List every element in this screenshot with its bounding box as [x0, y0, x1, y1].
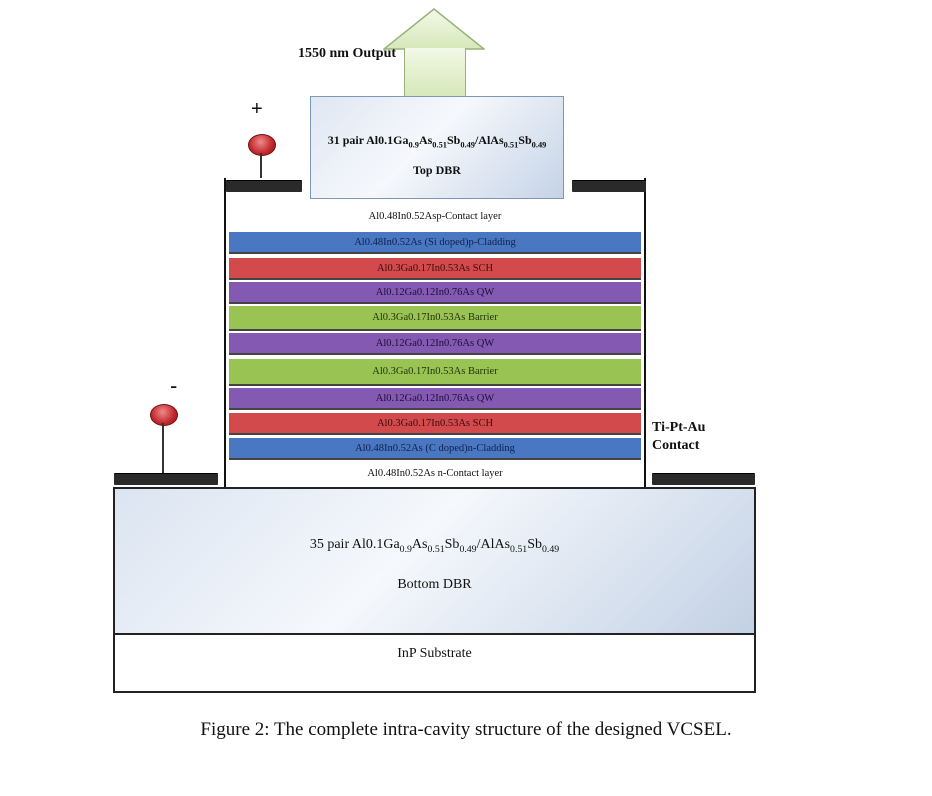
negative-sign: - [170, 373, 178, 398]
top-dbr-composition: 31 pair Al0.1Ga0.9As0.51Sb0.49/AlAs0.51S… [327, 133, 547, 150]
layer-p-cladding: Al0.48In0.52As (Si doped)p-Cladding [229, 232, 641, 254]
top-dbr: 31 pair Al0.1Ga0.9As0.51Sb0.49/AlAs0.51S… [310, 96, 564, 199]
output-label: 1550 nm Output [298, 46, 397, 61]
positive-sign: + [251, 98, 263, 120]
bottom-left-contact [114, 473, 218, 485]
layer-p-contact: Al0.48In0.52Asp-Contact layer [229, 206, 641, 228]
output-arrow-icon [383, 8, 485, 50]
bottom-dbr-composition: 35 pair Al0.1Ga0.9As0.51Sb0.49/AlAs0.51S… [309, 537, 560, 555]
output-arrow-shaft [404, 48, 466, 98]
top-left-contact [226, 180, 302, 192]
positive-electrode-icon [248, 134, 276, 156]
bottom-dbr: 35 pair Al0.1Ga0.9As0.51Sb0.49/AlAs0.51S… [113, 487, 756, 635]
layer-qw-1: Al0.12Ga0.12In0.76As QW [229, 282, 641, 304]
layer-sch-bottom: Al0.3Ga0.17In0.53As SCH [229, 413, 641, 435]
top-right-contact [572, 180, 646, 192]
layer-n-cladding: Al0.48In0.52As (C doped)n-Cladding [229, 438, 641, 460]
layer-barrier-2: Al0.3Ga0.17In0.53As Barrier [229, 359, 641, 386]
inp-substrate: InP Substrate [113, 633, 756, 693]
bottom-dbr-label: Bottom DBR [397, 577, 472, 592]
layer-barrier-1: Al0.3Ga0.17In0.53As Barrier [229, 306, 641, 331]
substrate-label: InP Substrate [397, 646, 472, 661]
layer-sch-top: Al0.3Ga0.17In0.53As SCH [229, 258, 641, 280]
contact-label: Ti-Pt-Au Contact [652, 420, 706, 453]
layer-n-contact: Al0.48In0.52As n-Contact layer [229, 463, 641, 485]
positive-wire [260, 153, 262, 184]
negative-wire [162, 423, 164, 474]
layer-qw-2: Al0.12Ga0.12In0.76As QW [229, 333, 641, 355]
bottom-right-contact [652, 473, 755, 485]
negative-electrode-icon [150, 404, 178, 426]
layer-qw-3: Al0.12Ga0.12In0.76As QW [229, 388, 641, 410]
top-dbr-label: Top DBR [413, 163, 461, 177]
figure-caption: Figure 2: The complete intra-cavity stru… [200, 719, 732, 740]
